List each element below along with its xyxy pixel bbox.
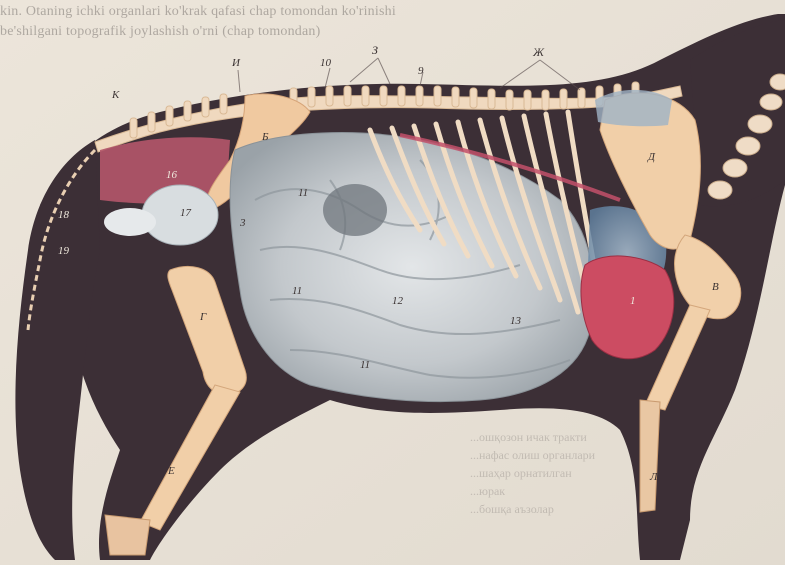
label-19: 19 bbox=[58, 246, 69, 257]
label-9: 9 bbox=[418, 66, 424, 77]
label-11-bottom: 11 bbox=[360, 360, 370, 371]
bleed-through-header-line-1: kin. Otaning ichki organlari ko'krak qaf… bbox=[0, 4, 785, 20]
label-g: Г bbox=[200, 312, 206, 323]
label-18: 18 bbox=[58, 210, 69, 221]
label-12: 12 bbox=[392, 296, 403, 307]
label-l: Л bbox=[650, 472, 657, 483]
caption-line-2: ...нафас олиш органлари bbox=[470, 448, 595, 463]
caption-line-3: ...шаҳар орнатилган bbox=[470, 466, 572, 481]
hip-joint-inner bbox=[104, 208, 156, 236]
label-1: 1 bbox=[630, 296, 636, 307]
label-11-top: 11 bbox=[298, 188, 308, 199]
heart bbox=[581, 256, 674, 359]
caption-line-4: ...юрак bbox=[470, 484, 505, 499]
label-b: Б bbox=[262, 132, 269, 143]
label-d: Д bbox=[648, 152, 655, 163]
label-zh: Ж bbox=[533, 46, 544, 58]
label-10: 10 bbox=[320, 58, 331, 69]
caption-line-1: ...ошқозон ичак тракти bbox=[470, 430, 587, 445]
label-k: K bbox=[112, 90, 119, 101]
label-17: 17 bbox=[180, 208, 191, 219]
shoulder-cartilage bbox=[595, 90, 672, 126]
label-3: 3 bbox=[240, 218, 246, 229]
label-i: И bbox=[232, 58, 240, 69]
label-16: 16 bbox=[166, 170, 177, 181]
caption-line-5: ...бошқа аъзолар bbox=[470, 502, 554, 517]
kidney bbox=[323, 184, 387, 236]
label-13: 13 bbox=[510, 316, 521, 327]
bleed-through-header-line-2: be'shilgani topografik joylashish o'rni … bbox=[0, 24, 785, 40]
label-v: В bbox=[712, 282, 719, 293]
label-e: Е bbox=[168, 466, 175, 477]
rear-hoof-bone bbox=[105, 515, 150, 555]
label-z: З bbox=[372, 44, 378, 56]
label-11-middle: 11 bbox=[292, 286, 302, 297]
